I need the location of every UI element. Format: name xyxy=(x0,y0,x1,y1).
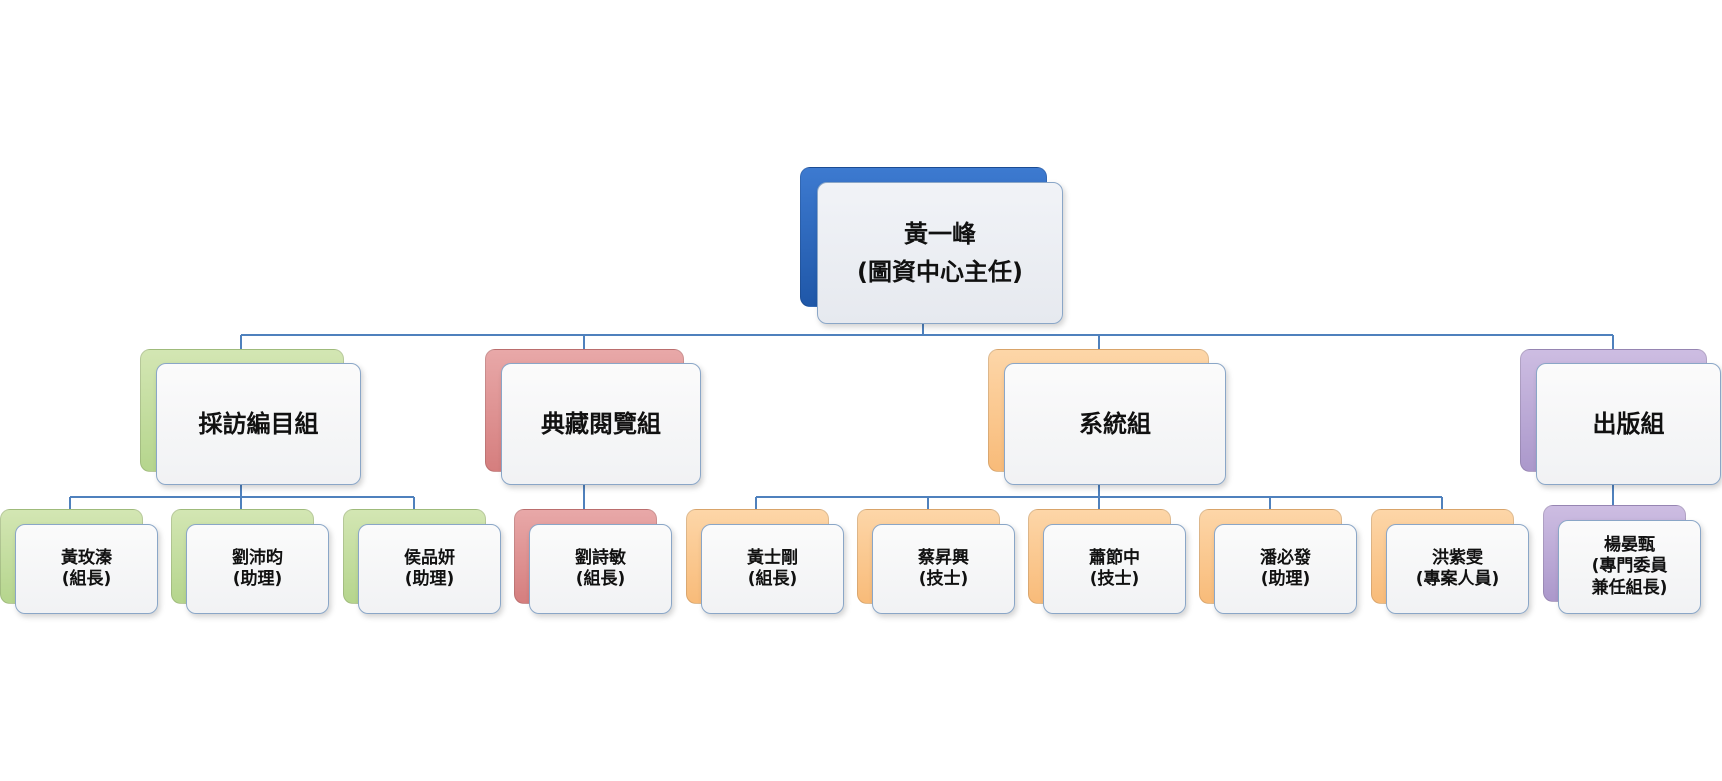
dept-card-collection: 典藏閱覽組 xyxy=(501,363,701,485)
staff-role: (助理) xyxy=(1260,569,1311,589)
staff-node: 黃士剛 (組長) xyxy=(686,509,844,614)
staff-name: 黃士剛 xyxy=(747,547,798,568)
dept-card-systems: 系統組 xyxy=(1004,363,1226,485)
staff-name: 蔡昇興 xyxy=(918,547,969,568)
staff-node: 劉沛昀 (助理) xyxy=(171,509,329,614)
dept-node-systems: 系統組 xyxy=(988,349,1226,485)
staff-card: 黃士剛 (組長) xyxy=(701,524,844,614)
staff-node: 蕭節中 (技士) xyxy=(1028,509,1186,614)
staff-card: 劉詩敏 (組長) xyxy=(529,524,672,614)
staff-node: 蔡昇興 (技士) xyxy=(857,509,1015,614)
staff-role: (助理) xyxy=(232,569,283,589)
staff-name: 潘必發 xyxy=(1260,547,1311,568)
staff-role: (助理) xyxy=(404,569,455,589)
staff-card: 楊晏甄 (專門委員 兼任組長) xyxy=(1558,520,1701,614)
staff-role: (專案人員) xyxy=(1415,569,1500,589)
staff-card: 潘必發 (助理) xyxy=(1214,524,1357,614)
dept-card-acquisition: 採訪編目組 xyxy=(156,363,361,485)
staff-role: (專門委員 xyxy=(1591,556,1668,577)
staff-card: 黃玫溱 (組長) xyxy=(15,524,158,614)
staff-name: 黃玫溱 xyxy=(61,547,112,568)
staff-node: 黃玫溱 (組長) xyxy=(0,509,158,614)
root-name: 黃一峰 xyxy=(904,220,976,248)
staff-node: 侯品妍 (助理) xyxy=(343,509,501,614)
staff-card: 蔡昇興 (技士) xyxy=(872,524,1015,614)
staff-node: 劉詩敏 (組長) xyxy=(514,509,672,614)
dept-card-publishing: 出版組 xyxy=(1536,363,1721,485)
root-title: (圖資中心主任) xyxy=(857,258,1023,286)
staff-card: 蕭節中 (技士) xyxy=(1043,524,1186,614)
dept-node-collection: 典藏閱覽組 xyxy=(485,349,701,485)
staff-card: 侯品妍 (助理) xyxy=(358,524,501,614)
dept-name-publishing: 出版組 xyxy=(1592,410,1665,438)
staff-name: 洪紫雯 xyxy=(1432,547,1483,568)
staff-card: 洪紫雯 (專案人員) xyxy=(1386,524,1529,614)
staff-node: 楊晏甄 (專門委員 兼任組長) xyxy=(1543,505,1701,614)
dept-node-publishing: 出版組 xyxy=(1520,349,1721,485)
staff-node: 潘必發 (助理) xyxy=(1199,509,1357,614)
staff-role: (組長) xyxy=(575,569,626,589)
dept-name-systems: 系統組 xyxy=(1079,410,1151,438)
staff-node: 洪紫雯 (專案人員) xyxy=(1371,509,1529,614)
staff-role: (技士) xyxy=(1089,569,1140,589)
staff-name: 蕭節中 xyxy=(1089,547,1140,568)
staff-name: 劉沛昀 xyxy=(232,547,283,568)
staff-name: 侯品妍 xyxy=(404,547,455,568)
dept-name-collection: 典藏閱覽組 xyxy=(541,410,661,438)
staff-name: 劉詩敏 xyxy=(575,547,626,568)
dept-name-acquisition: 採訪編目組 xyxy=(198,410,319,438)
staff-card: 劉沛昀 (助理) xyxy=(186,524,329,614)
staff-name: 楊晏甄 xyxy=(1604,535,1655,556)
staff-role-line2: 兼任組長) xyxy=(1591,577,1668,598)
staff-role: (技士) xyxy=(918,569,969,589)
staff-role: (組長) xyxy=(747,569,798,589)
staff-role: (組長) xyxy=(61,569,112,589)
root-node: 黃一峰 (圖資中心主任) xyxy=(800,167,1063,324)
dept-node-acquisition: 採訪編目組 xyxy=(140,349,361,485)
root-card: 黃一峰 (圖資中心主任) xyxy=(817,182,1063,324)
